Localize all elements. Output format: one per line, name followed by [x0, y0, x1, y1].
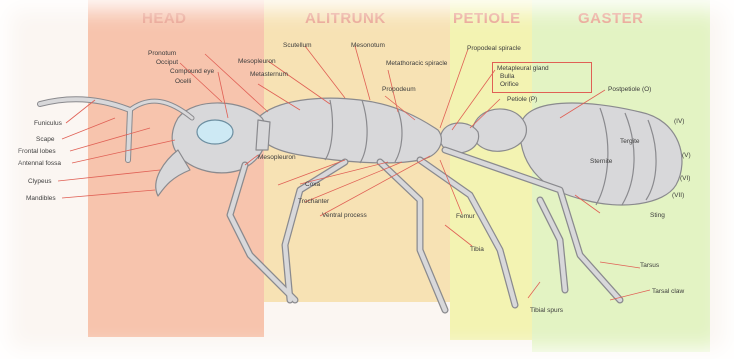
label-tergite: Tergite [620, 138, 640, 146]
postpetiole-shape [473, 109, 527, 151]
label-orifice: Orifice [500, 81, 519, 89]
label-ventral-process: Ventral process [322, 212, 367, 220]
label-segment-vi: (VI) [680, 175, 690, 183]
label-antennal-fossa: Antennal fossa [18, 160, 61, 168]
label-femur: Femur [456, 213, 475, 221]
label-mesopleuron-lower: Mesopleuron [258, 154, 296, 162]
label-propodeum: Propodeum [382, 86, 416, 94]
label-metasternum: Metasternum [250, 71, 288, 79]
gaster-shape [520, 103, 682, 205]
label-postpetiole: Postpetiole (O) [608, 86, 651, 94]
label-mandibles: Mandibles [26, 195, 56, 203]
compound-eye-shape [197, 120, 233, 144]
label-occiput: Occiput [156, 59, 178, 67]
label-tibia: Tibia [470, 246, 484, 254]
label-tarsal-claw: Tarsal claw [652, 288, 684, 296]
label-scutellum: Scutellum [283, 42, 312, 50]
label-metapleural-gland: Metapleural gland [497, 65, 549, 73]
label-propodeal-spiracle: Propodeal spiracle [467, 45, 521, 53]
label-tibial-spurs: Tibial spurs [530, 307, 563, 315]
label-sting: Sting [650, 212, 665, 220]
label-tarsus: Tarsus [640, 262, 659, 270]
label-segment-v: (V) [682, 152, 691, 160]
label-compound-eye: Compound eye [170, 68, 214, 76]
label-ocelli: Ocelli [175, 78, 191, 86]
label-clypeus: Clypeus [28, 178, 51, 186]
label-funiculus: Funiculus [34, 120, 62, 128]
label-petiole-node: Petiole (P) [507, 96, 537, 104]
label-segment-vii: (VII) [672, 192, 684, 200]
label-sternite: Sternite [590, 158, 612, 166]
label-coxa: Coxa [305, 181, 320, 189]
label-scape: Scape [36, 136, 54, 144]
label-trochanter: Trochanter [298, 198, 329, 206]
label-frontal-lobes: Frontal lobes [18, 148, 56, 156]
label-segment-iv: (IV) [674, 118, 684, 126]
label-mesonotum: Mesonotum [351, 42, 385, 50]
label-mesopleuron: Mesopleuron [238, 58, 276, 66]
label-metathoracic-spiracle: Metathoracic spiracle [386, 60, 447, 68]
label-bulla: Bulla [500, 73, 514, 81]
label-pronotum: Pronotum [148, 50, 176, 58]
